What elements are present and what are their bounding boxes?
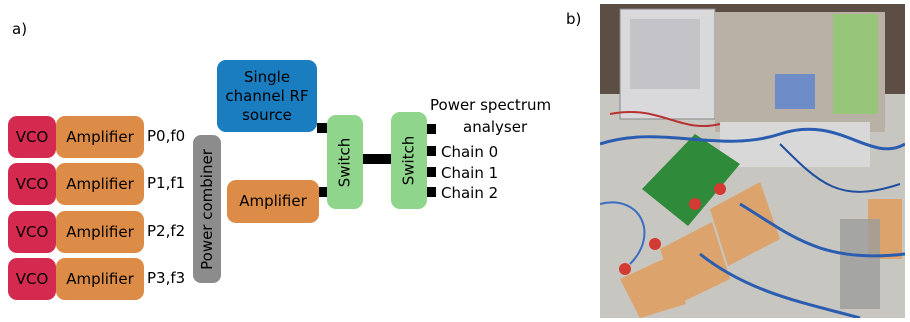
- rf-source-line-2: channel RF: [225, 87, 308, 106]
- rf-source-line-3: source: [242, 106, 292, 125]
- analyser-port: [427, 124, 436, 134]
- switch-1-label: Switch: [336, 137, 355, 187]
- switch-link: [363, 154, 391, 164]
- signal-1-label: P1,f1: [147, 174, 185, 192]
- chain-0-label: Chain 0: [441, 143, 498, 161]
- analyser-label-line-1: Power spectrum: [430, 96, 551, 114]
- panel-b-label: b): [566, 10, 581, 28]
- chain-1-port: [427, 167, 436, 177]
- amplifier-2-block: Amplifier: [56, 211, 144, 253]
- amplifier-block: Amplifier: [227, 180, 319, 223]
- switch-2-block: Switch: [391, 112, 427, 209]
- vco-1-block: VCO: [8, 163, 56, 205]
- lab-setup-photo: [600, 4, 905, 318]
- chain-2-port: [427, 187, 436, 197]
- vco-2-block: VCO: [8, 211, 56, 253]
- chain-2-label: Chain 2: [441, 184, 498, 202]
- switch-2-label: Switch: [400, 136, 419, 186]
- analyser-label-line-2: analyser: [463, 118, 527, 136]
- power-combiner-block: Power combiner: [193, 135, 221, 283]
- signal-0-label: P0,f0: [147, 127, 185, 145]
- signal-3-label: P3,f3: [147, 269, 185, 287]
- amplifier-3-block: Amplifier: [56, 258, 144, 300]
- chain-0-port: [427, 146, 436, 156]
- rf-source-block: Single channel RF source: [217, 60, 317, 132]
- panel-a-label: a): [12, 20, 27, 38]
- amplifier-port: [319, 187, 327, 197]
- rf-source-port: [317, 123, 327, 133]
- switch-1-block: Switch: [327, 115, 363, 209]
- vco-0-block: VCO: [8, 116, 56, 158]
- amplifier-1-block: Amplifier: [56, 163, 144, 205]
- vco-3-block: VCO: [8, 258, 56, 300]
- chain-1-label: Chain 1: [441, 164, 498, 182]
- power-combiner-label: Power combiner: [198, 149, 217, 270]
- rf-source-line-1: Single: [244, 68, 290, 87]
- amplifier-0-block: Amplifier: [56, 116, 144, 158]
- signal-2-label: P2,f2: [147, 222, 185, 240]
